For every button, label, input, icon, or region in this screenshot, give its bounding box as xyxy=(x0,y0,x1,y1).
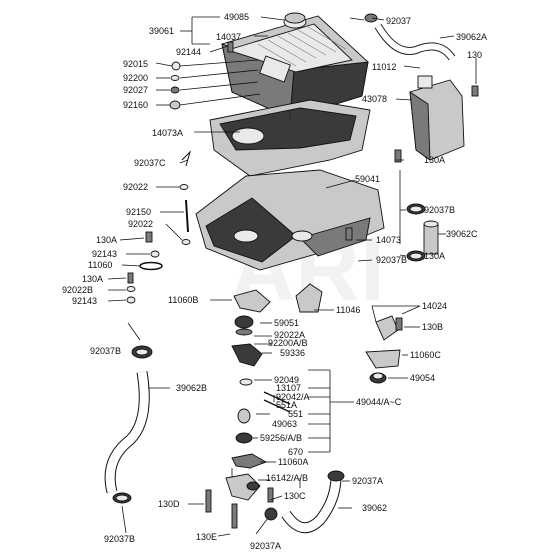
label-92160: 92160 xyxy=(123,100,148,110)
label-92150: 92150 xyxy=(126,207,151,217)
shroud-upper xyxy=(209,99,371,177)
label-92022a: 92022A xyxy=(274,330,305,340)
cap-92037-top xyxy=(364,13,378,23)
label-92037a-2: 92037A xyxy=(250,541,281,551)
label-551a: 551A xyxy=(276,400,297,410)
label-130b: 130B xyxy=(422,322,443,332)
label-39062: 39062 xyxy=(362,503,387,513)
label-14037: 14037 xyxy=(216,32,241,42)
label-14024: 14024 xyxy=(422,301,447,311)
label-92015: 92015 xyxy=(123,59,148,69)
label-670: 670 xyxy=(288,447,303,457)
label-130a-1: 130A xyxy=(424,155,445,165)
shroud-lower xyxy=(195,169,385,271)
label-39062b: 39062B xyxy=(176,383,207,393)
label-11060a: 11060A xyxy=(278,457,308,467)
label-130e: 130E xyxy=(196,532,217,542)
small-parts-left xyxy=(126,41,479,304)
label-11060c: 11060C xyxy=(410,350,441,360)
label-11046: 11046 xyxy=(336,305,360,315)
label-39061: 39061 xyxy=(149,26,174,36)
label-49085: 49085 xyxy=(224,12,249,22)
label-92037: 92037 xyxy=(386,16,411,26)
label-551: 551 xyxy=(288,409,303,419)
label-130d: 130D xyxy=(158,499,180,509)
label-11012: 11012 xyxy=(372,62,396,72)
label-92042a: 92042/A xyxy=(276,392,310,402)
label-14073a: 14073A xyxy=(152,128,183,138)
label-59051: 59051 xyxy=(274,318,299,328)
label-39062c: 39062C xyxy=(446,229,478,239)
label-130c: 130C xyxy=(284,491,306,501)
label-11060: 11060 xyxy=(88,260,112,270)
label-59336: 59336 xyxy=(280,348,305,358)
label-130a-2: 130A xyxy=(96,235,117,245)
label-92037b-1: 92037B xyxy=(424,205,455,215)
label-43078: 43078 xyxy=(362,94,387,104)
label-39062a: 39062A xyxy=(456,32,487,42)
leader-lines xyxy=(107,16,477,537)
label-92037a-1: 92037A xyxy=(352,476,383,486)
label-49054: 49054 xyxy=(410,373,435,383)
label-92027: 92027 xyxy=(123,85,148,95)
radiator xyxy=(221,15,369,119)
label-92049: 92049 xyxy=(274,375,299,385)
label-13107: 13107 xyxy=(276,383,301,393)
label-49044: 49044/A~C xyxy=(356,397,402,407)
thermostat-group xyxy=(365,315,403,384)
pump-group xyxy=(205,283,323,529)
label-92144: 92144 xyxy=(176,47,201,57)
reserve-tank xyxy=(409,75,465,161)
label-130: 130 xyxy=(467,50,482,60)
label-92022-1: 92022 xyxy=(123,182,148,192)
label-92143-2: 92143 xyxy=(72,296,97,306)
label-92037c: 92037C xyxy=(134,158,166,168)
label-92022-2: 92022 xyxy=(128,219,153,229)
right-clamps xyxy=(406,203,439,262)
label-92037b-3: 92037B xyxy=(90,346,121,356)
label-49063: 49063 xyxy=(272,419,297,429)
label-130a-3: 92037B xyxy=(376,255,407,265)
label-16142ab: 16142/A/B xyxy=(266,473,308,483)
label-14073: 14073 xyxy=(376,235,401,245)
label-92037b-2: 130A xyxy=(424,251,445,261)
label-92037b-4: 92037B xyxy=(104,534,135,544)
label-92200: 92200 xyxy=(123,73,148,83)
labels: 39061 49085 14037 92037 39062A 92144 920… xyxy=(62,12,487,551)
label-130a-4: 130A xyxy=(82,274,103,284)
label-59041: 59041 xyxy=(355,174,380,184)
radiator-cap xyxy=(283,12,307,29)
label-92143-1: 92143 xyxy=(92,249,117,259)
label-59256ab: 59256/A/B xyxy=(260,433,302,443)
label-92022b: 92022B xyxy=(62,285,93,295)
label-11060b: 11060B xyxy=(168,295,198,305)
label-92200ab: 92200A/B xyxy=(268,338,308,348)
